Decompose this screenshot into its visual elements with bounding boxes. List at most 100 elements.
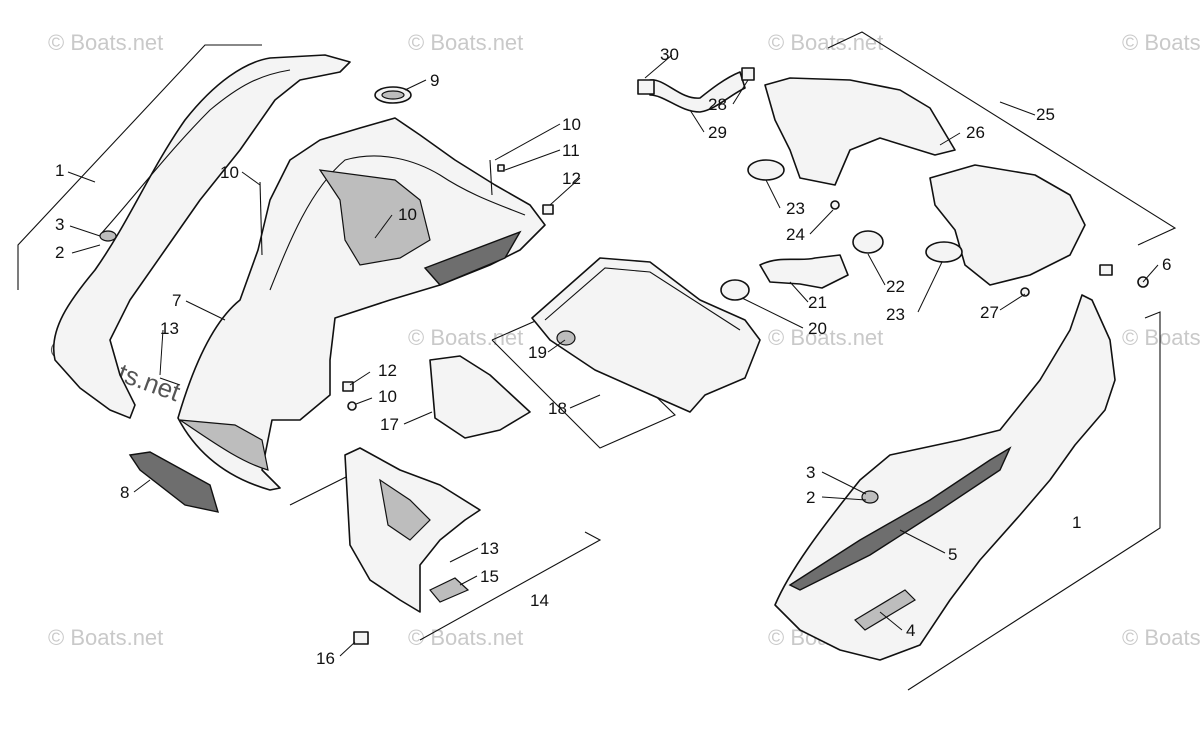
leader [469, 547, 479, 553]
screw-13 [159, 377, 181, 386]
hose-21 [759, 254, 849, 289]
windshield [429, 355, 531, 439]
callout-16: 16 [316, 649, 335, 668]
callout-4: 4 [906, 621, 915, 640]
reflector [429, 577, 470, 603]
callout-11: 11 [562, 141, 580, 160]
hood-crease [269, 155, 526, 291]
clip-12 [342, 381, 354, 392]
leader [549, 177, 581, 206]
leader [241, 171, 261, 186]
callout-22: 22 [886, 277, 905, 296]
group-brackets [17, 31, 1177, 691]
callout-6: 6 [1162, 255, 1171, 274]
callout-29: 29 [708, 123, 727, 142]
callout-3: 3 [55, 215, 64, 234]
callout-10: 10 [220, 163, 239, 182]
grommet [374, 86, 412, 104]
leader [689, 109, 705, 133]
callout-20: 20 [808, 319, 827, 338]
windshield-shape [429, 355, 531, 439]
lower-bracket [344, 447, 481, 645]
callout-1: 1 [55, 161, 64, 180]
leader [917, 261, 943, 313]
screw-13 [449, 551, 471, 563]
callout-10: 10 [562, 115, 581, 134]
seal-ring-23a [747, 159, 785, 181]
air-box-shell [531, 257, 761, 413]
leader [732, 79, 749, 105]
hood-grille [179, 419, 269, 471]
bracket-14 [419, 531, 602, 641]
side-panel-crease [99, 69, 291, 236]
air-box-grommet [556, 330, 576, 346]
callout-23: 23 [786, 199, 805, 218]
callout-7: 7 [172, 291, 181, 310]
leader [899, 529, 946, 554]
leader [999, 293, 1026, 311]
leader [999, 101, 1036, 116]
callout-25: 25 [1036, 105, 1055, 124]
watermark: © Boats.net [408, 30, 523, 55]
hood [177, 117, 546, 491]
clamp-22 [852, 230, 884, 254]
leader [355, 397, 373, 405]
watermark: © Boats.net [768, 30, 883, 55]
nut-11 [497, 164, 505, 172]
callout-2: 2 [55, 243, 64, 262]
seal-ring-23b [925, 241, 963, 263]
leaders [67, 54, 1159, 657]
leader [644, 54, 673, 79]
callout-15: 15 [480, 567, 499, 586]
watermark: © Boats.net [408, 625, 523, 650]
watermark: © Boats.net [48, 625, 163, 650]
watermark: © Boats.net [408, 325, 523, 350]
leader [69, 225, 101, 237]
leader [867, 253, 886, 286]
leader [459, 575, 478, 586]
callout-27: 27 [980, 303, 999, 322]
leader [374, 214, 393, 239]
intake-26 [764, 77, 956, 186]
callout-8: 8 [120, 483, 129, 502]
logo-decal-4 [854, 589, 916, 631]
leader [504, 149, 561, 171]
leader [765, 179, 781, 209]
grommet-inner [381, 90, 405, 100]
hood-shell [177, 117, 546, 491]
callout-17: 17 [380, 415, 399, 434]
callout-12: 12 [378, 361, 397, 380]
leader [789, 281, 809, 303]
bracket-1-right [907, 311, 1161, 691]
callout-21: 21 [808, 293, 827, 312]
callout-13: 13 [160, 319, 179, 338]
callout-28: 28 [708, 95, 727, 114]
watermark: © Boats.net [768, 325, 883, 350]
leader [159, 329, 164, 376]
callout-10: 10 [378, 387, 397, 406]
screw-27 [1020, 287, 1030, 297]
callout-5: 5 [948, 545, 957, 564]
callout-23: 23 [886, 305, 905, 324]
leader [569, 394, 601, 409]
decal-oval-left [99, 230, 117, 242]
leader [133, 479, 151, 493]
hood-opening [318, 169, 431, 266]
leader [403, 411, 433, 425]
leader [741, 297, 804, 329]
callout-12: 12 [562, 169, 581, 188]
leader [821, 496, 867, 501]
air-box [531, 257, 761, 413]
leader [939, 132, 961, 146]
intake-25 [929, 164, 1086, 286]
seal-ring-20 [720, 279, 750, 301]
clip-16 [353, 631, 369, 645]
leader [339, 641, 356, 657]
mesh-screen-shape [128, 451, 220, 513]
leader [404, 79, 427, 91]
leader [67, 171, 96, 183]
clip-12 [542, 204, 554, 215]
callout-10: 10 [398, 205, 417, 224]
hose-29 [649, 71, 746, 113]
